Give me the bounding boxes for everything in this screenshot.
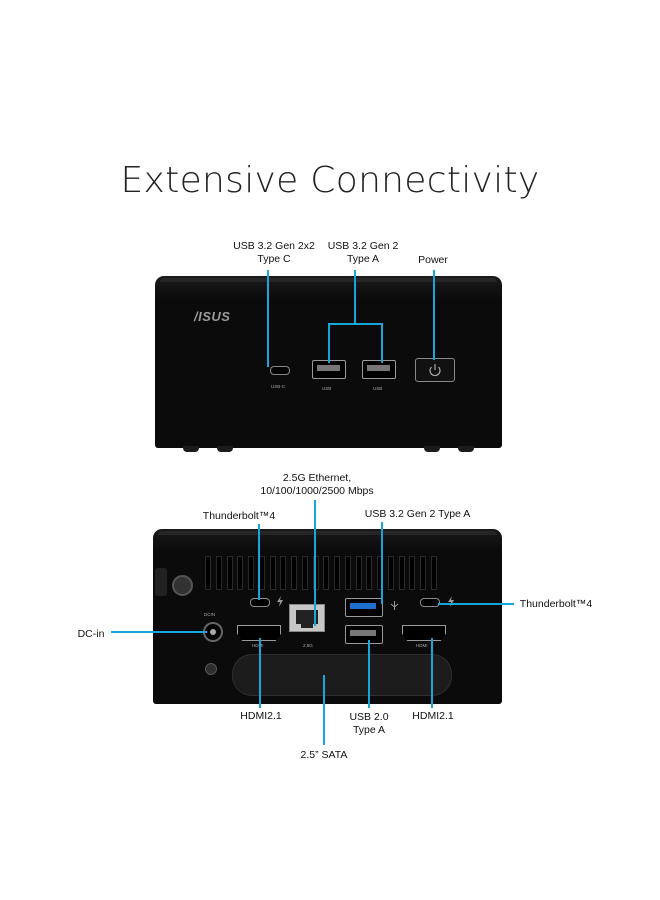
ethernet-icon — [296, 610, 318, 624]
hdmi-right-mark: HDMI — [416, 643, 428, 648]
label-usb-c: USB 3.2 Gen 2x2 Type C — [233, 240, 315, 265]
callout-power-v — [433, 270, 435, 360]
label-ethernet: 2.5G Ethernet, 10/100/1000/2500 Mbps — [260, 472, 374, 497]
callout-tb-right-h — [438, 603, 514, 605]
kensington-bracket — [155, 568, 167, 596]
callout-usb-a-v-left — [328, 323, 330, 363]
thunderbolt-right-port — [420, 598, 440, 607]
dc-jack-icon — [210, 629, 216, 635]
power-button[interactable] — [415, 358, 455, 382]
usb-c-mark: USB-C — [271, 384, 286, 389]
dc-mark: DCIN — [204, 612, 215, 617]
usb-a-front-mark-2: USB — [373, 386, 383, 391]
label-sata: 2.5” SATA — [300, 749, 348, 761]
label-thunderbolt-right: Thunderbolt™4 — [519, 598, 593, 610]
page-title: Extensive Connectivity — [120, 160, 540, 201]
callout-usb-c-v — [267, 270, 269, 367]
hdmi-right-port — [402, 625, 446, 641]
usb-gen2-rear-port — [345, 598, 383, 617]
label-hdmi-right: HDMI2.1 — [412, 710, 454, 722]
label-usb-gen2: USB 3.2 Gen 2 Type A — [364, 508, 471, 520]
sata-bay-cover — [232, 654, 452, 696]
label-dc-in: DC-in — [77, 628, 105, 640]
front-foot-right — [458, 446, 474, 452]
ethernet-port — [289, 604, 325, 632]
rear-screw — [205, 663, 217, 675]
rear-vent — [205, 556, 437, 590]
callout-usb2-v — [368, 640, 370, 708]
callout-ethernet-v — [314, 500, 316, 626]
label-usb2: USB 2.0 Type A — [349, 711, 389, 736]
callout-hdmi-right-v — [431, 638, 433, 708]
label-hdmi-left: HDMI2.1 — [240, 710, 282, 722]
front-top-edge — [160, 278, 497, 282]
usb-a-front-tongue-1 — [317, 365, 340, 371]
callout-sata-v — [323, 675, 325, 745]
front-foot-mid2 — [424, 446, 440, 452]
callout-usb-a-h — [328, 323, 383, 325]
usb-icon — [390, 601, 399, 610]
thunderbolt-left-port — [250, 598, 270, 607]
callout-tb-left-v — [258, 524, 260, 600]
thunderbolt-right-icon — [448, 596, 454, 607]
front-foot-mid1 — [217, 446, 233, 452]
front-foot-left — [183, 446, 199, 452]
power-icon — [429, 364, 441, 377]
brand-logo: /ISUS — [194, 309, 231, 324]
label-usb-a-front: USB 3.2 Gen 2 Type A — [327, 240, 399, 265]
kensington-screw — [172, 575, 193, 596]
thunderbolt-icon — [277, 596, 283, 607]
label-power: Power — [418, 254, 448, 266]
usb-a-front-tongue-2 — [367, 365, 390, 371]
label-thunderbolt-left: Thunderbolt™4 — [202, 510, 276, 522]
usb2-rear-port — [345, 625, 383, 644]
callout-dc-h — [111, 631, 207, 633]
hdmi-left-mark: HDMI — [252, 643, 264, 648]
callout-usb-a-v-right — [381, 323, 383, 363]
usb-a-front-mark-1: USB — [322, 386, 332, 391]
callout-usb-a-v-top — [354, 270, 356, 325]
usb-c-port — [270, 366, 290, 375]
callout-hdmi-left-v — [259, 638, 261, 708]
callout-usb-gen2-v — [381, 522, 383, 604]
ethernet-mark: 2.5G — [303, 643, 313, 648]
rear-top-edge — [158, 531, 497, 535]
